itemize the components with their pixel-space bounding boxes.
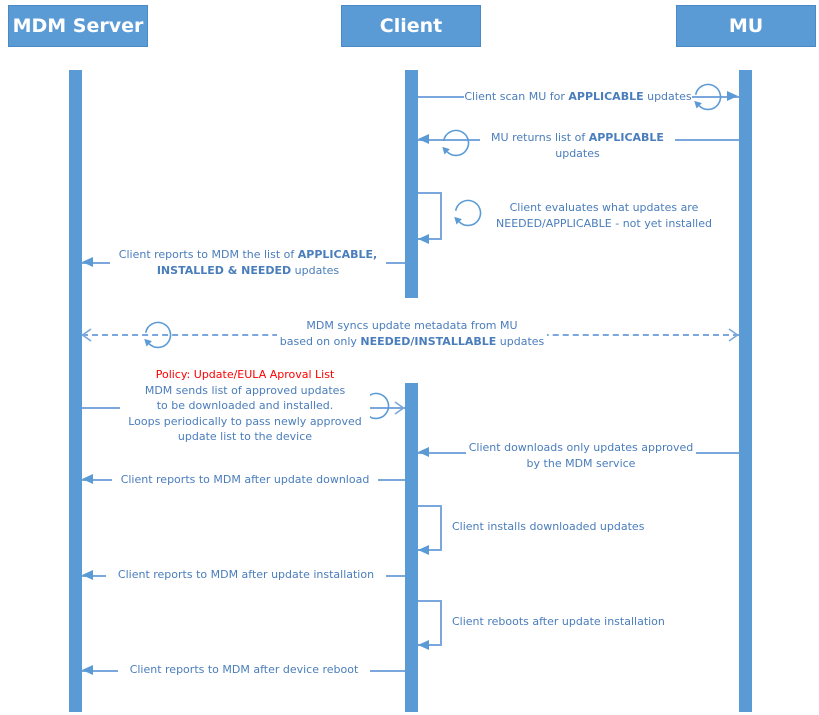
msg-installs-label: Client installs downloaded updates [452,519,645,535]
msg-report-download-label: Client reports to MDM after update downl… [112,472,378,488]
arrowhead-left-icon [82,257,93,267]
msg-scan-label: Client scan MU for APPLICABLE updates [464,89,692,105]
msg-text: to be downloaded and installed. [156,399,334,412]
lifeline-client-activation-1 [405,70,418,298]
msg-text: Client downloads only updates approved [468,441,694,454]
arrowhead-right-icon [727,91,738,101]
msg-text: NEEDED/APPLICABLE - not yet installed [496,216,712,230]
open-arrowhead-right-icon [394,401,405,415]
msg-text: MDM sends list of approved updates [144,383,346,397]
msg-downloads-label: Client downloads only updates approved b… [466,440,696,471]
loop-icon [442,129,470,157]
loop-icon [454,199,482,227]
msg-text-bold: INSTALLED & NEEDED [156,263,292,277]
msg-returns-label: MU returns list of APPLICABLE updates [480,130,675,161]
policy-title-text: Policy: Update/EULA Aproval List [155,368,335,381]
arrowhead-left-icon [82,474,93,484]
msg-text: MU returns list of [491,131,589,144]
msg-reboots-label: Client reboots after update installation [452,614,665,630]
msg-text: Client reboots after update installation [452,615,665,628]
msg-text: updates [555,146,600,160]
lifeline-client-activation-2 [405,383,418,712]
msg-text-bold: APPLICABLE [588,131,664,144]
loop-icon [144,321,172,349]
msg-text-bold: NEEDED/INSTALLABLE [360,334,497,348]
open-arrowhead-left-icon [81,328,92,342]
msg-text: Client evaluates what updates are [509,201,699,214]
msg-evaluates-label: Client evaluates what updates are NEEDED… [488,200,720,231]
lifeline-mdm-activation [69,70,82,712]
msg-text: Client reports to MDM after update downl… [120,473,370,486]
msg-text: Client reports to MDM after update insta… [117,568,375,581]
arrowhead-left-icon [418,545,429,555]
msg-text: updates [643,90,692,103]
msg-text: MDM syncs update metadata from MU [306,319,518,332]
msg-evaluates-self-loop [418,192,442,240]
arrowhead-left-icon [418,640,429,650]
msg-text-bold: APPLICABLE, [297,248,378,261]
msg-report-list-label: Client reports to MDM the list of APPLIC… [110,247,386,278]
msg-installs-self-loop [418,505,442,551]
msg-text: by the MDM service [526,456,636,470]
arrowhead-left-icon [82,665,93,675]
arrowhead-left-icon [418,234,429,244]
open-arrowhead-right-icon [728,328,739,342]
arrowhead-left-icon [418,134,429,144]
msg-report-reboot-label: Client reports to MDM after device reboo… [118,662,370,678]
msg-text: Loops periodically to pass newly approve… [128,414,362,428]
actor-mu: MU [676,5,816,47]
lifeline-mu-activation [739,70,752,712]
msg-report-install-label: Client reports to MDM after update insta… [106,567,386,583]
arrowhead-left-icon [82,570,93,580]
msg-text: Client reports to MDM after device reboo… [129,663,359,676]
arrowhead-left-icon [418,447,429,457]
msg-text: update list to the device [177,430,313,443]
loop-icon [694,83,722,111]
msg-text: updates [496,334,545,348]
msg-text: Client scan MU for [464,90,569,103]
msg-text: Client reports to MDM the list of [118,248,298,261]
msg-text: based on only [279,334,361,348]
msg-text: updates [291,263,340,277]
actor-mdm-server: MDM Server [8,5,148,47]
msg-text-bold: APPLICABLE [568,90,644,103]
msg-syncs-label: MDM syncs update metadata from MU based … [277,318,547,349]
msg-policy-label: Policy: Update/EULA Aproval List MDM sen… [120,367,370,445]
msg-text: Client installs downloaded updates [452,520,645,533]
msg-reboots-self-loop [418,600,442,646]
actor-client: Client [341,5,481,47]
